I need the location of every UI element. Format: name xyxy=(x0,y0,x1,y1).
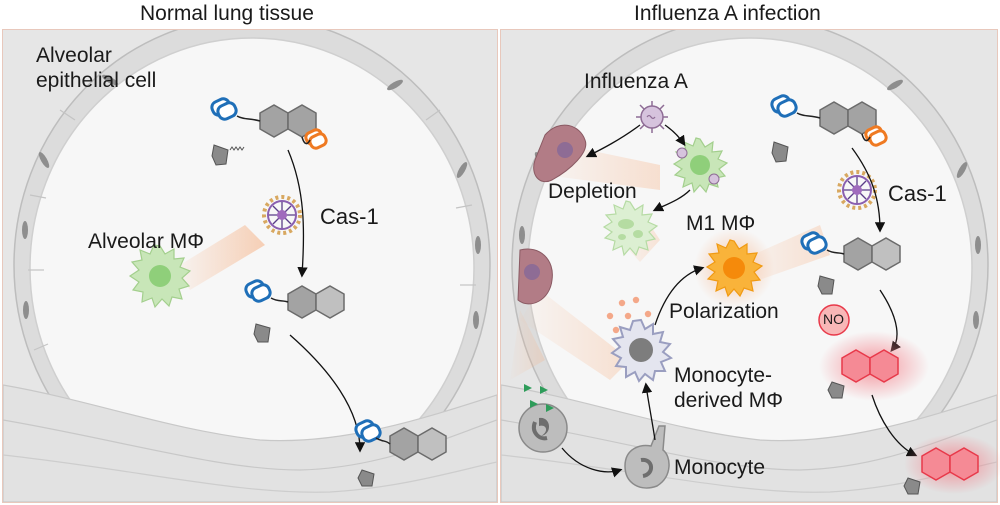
probe-molecule-icon xyxy=(210,97,328,166)
monocyte-derived-label-line2: derived MΦ xyxy=(674,389,783,412)
virus-to-macrophage-arrow xyxy=(664,124,686,147)
depleted-macrophage-icon xyxy=(602,200,659,257)
monocyte-derived-label-line1: Monocyte- xyxy=(674,364,773,387)
cytokine-dots xyxy=(606,296,652,334)
left-cas1-arrow xyxy=(287,149,308,278)
activated-probe-icon xyxy=(819,331,929,401)
cas1-enzyme-icon xyxy=(837,170,877,210)
left-panel-title: Normal lung tissue xyxy=(140,2,314,25)
polarization-label: Polarization xyxy=(669,300,779,323)
infected-cell-icon xyxy=(517,124,587,305)
depletion-label: Depletion xyxy=(548,180,637,203)
monocyte-icon xyxy=(518,403,568,453)
chemokine-triangles xyxy=(524,384,554,412)
monocyte-derived-macrophage-icon xyxy=(610,318,674,383)
left-cas1-label: Cas-1 xyxy=(320,204,379,229)
depletion-arrow xyxy=(652,189,691,212)
macrophage-icon xyxy=(128,244,192,309)
alveolar-macrophage-label: Alveolar MΦ xyxy=(88,230,204,253)
macrophage-icon xyxy=(672,137,729,194)
no-badge-label: NO xyxy=(823,311,844,327)
cas1-enzyme-icon xyxy=(262,195,302,235)
epithelial-label-line1: Alveolar xyxy=(36,44,112,67)
probe-molecule-icon xyxy=(354,419,447,487)
probe-molecule-icon xyxy=(800,231,901,295)
probe-molecule-icon xyxy=(244,279,345,343)
no-badge-icon xyxy=(818,304,850,336)
epithelial-label-line2: epithelial cell xyxy=(36,69,157,92)
m1-macrophage-label: M1 MΦ xyxy=(686,212,756,235)
right-cas1-label: Cas-1 xyxy=(888,181,947,206)
right-cas1-arrow xyxy=(851,147,886,233)
monocyte-migration-arrow xyxy=(561,447,623,478)
virus-icon xyxy=(636,101,668,133)
virus-to-epithelium-arrow xyxy=(585,124,641,158)
left-alveolus xyxy=(3,30,497,502)
monocyte-label: Monocyte xyxy=(674,456,766,479)
monocyte-icon xyxy=(624,425,670,489)
activated-probe-icon xyxy=(903,434,1000,495)
right-panel-title: Influenza A infection xyxy=(634,2,821,25)
polarization-arrow xyxy=(654,265,705,326)
left-macrophage-beam xyxy=(175,225,265,290)
differentiation-arrow xyxy=(641,382,656,441)
m1-macrophage-icon xyxy=(694,228,774,308)
probe-molecule-icon xyxy=(770,94,888,163)
influenza-label: Influenza A xyxy=(584,70,688,93)
